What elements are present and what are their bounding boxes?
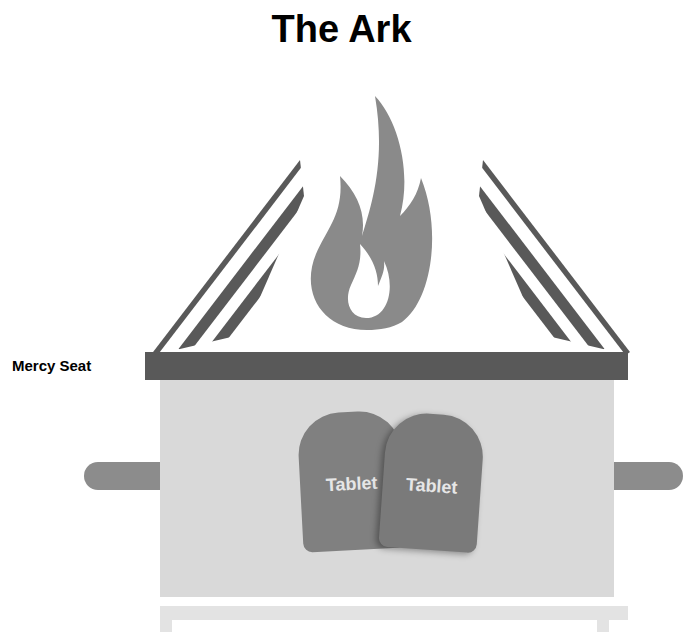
flame-core (348, 244, 390, 318)
stand-leg (597, 606, 609, 632)
mercy-seat (145, 352, 628, 380)
stand (160, 606, 628, 620)
stone-tablet: Tablet (378, 411, 485, 554)
ark-chest (160, 362, 614, 597)
flame (311, 96, 432, 330)
part-label: Mercy Seat (12, 357, 91, 374)
tablet-label: Tablet (382, 473, 481, 501)
stand-leg (160, 606, 172, 632)
diagram-title: The Ark (0, 8, 683, 51)
